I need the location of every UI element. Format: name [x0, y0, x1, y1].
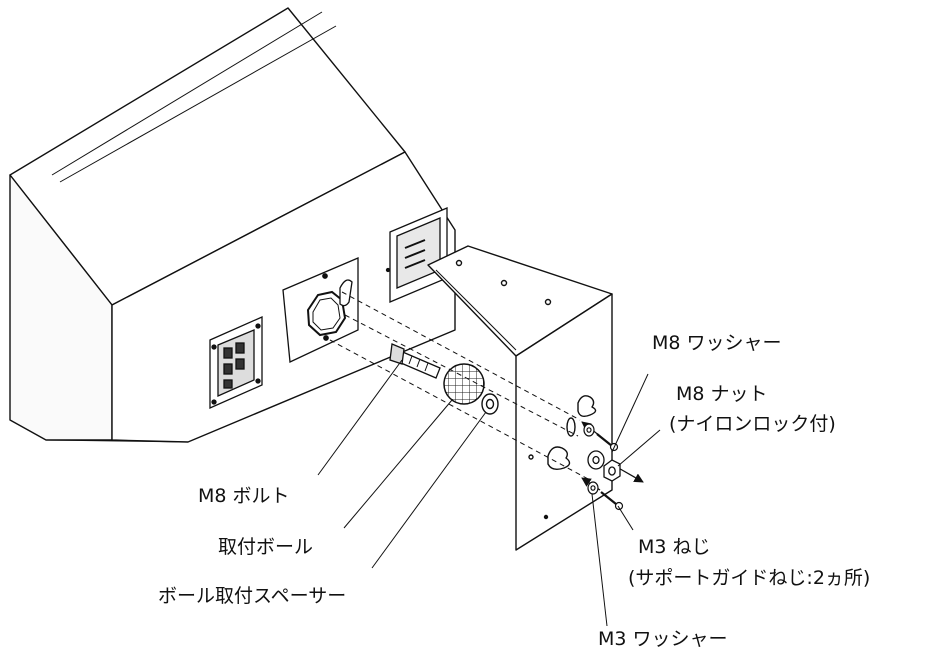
leader-m8-washer	[611, 373, 649, 453]
assembly-lines	[329, 291, 591, 481]
leader-m3-screw	[617, 505, 634, 531]
leader-lines	[317, 359, 661, 627]
leader-m8-nut	[617, 429, 661, 467]
label-ball-spacer: ボール取付スペーサー	[158, 585, 347, 607]
m3-screws-washers	[583, 423, 624, 511]
leader-ball-spacer	[371, 411, 487, 569]
m8-washer-part	[587, 450, 605, 470]
mounting-ball-part	[443, 363, 485, 405]
upper-slot	[577, 395, 597, 418]
label-m3-washer: M3 ワッシャー	[598, 628, 728, 650]
label-m3-screw: M3 ねじ	[638, 536, 711, 558]
label-mounting-ball: 取付ボール	[218, 536, 314, 558]
leader-m3-washer	[591, 493, 608, 627]
right-display-panel	[385, 207, 448, 303]
left-connector-panel	[209, 316, 263, 409]
lower-slot	[547, 446, 571, 471]
label-m3-screw-note: (サポートガイドねじ:2ヵ所)	[628, 567, 871, 589]
ball-spacer-part	[481, 393, 499, 415]
center-mount-plate	[282, 257, 359, 363]
leader-m8-bolt	[317, 359, 403, 476]
leader-mounting-ball	[343, 399, 453, 529]
m8-nut-part	[603, 459, 621, 482]
label-m8-washer: M8 ワッシャー	[652, 332, 782, 354]
label-m8-nut: M8 ナット	[676, 383, 768, 405]
m8-bolt-part	[389, 343, 441, 379]
label-m8-nut-note: (ナイロンロック付)	[669, 413, 836, 435]
label-m8-bolt: M8 ボルト	[198, 485, 290, 507]
